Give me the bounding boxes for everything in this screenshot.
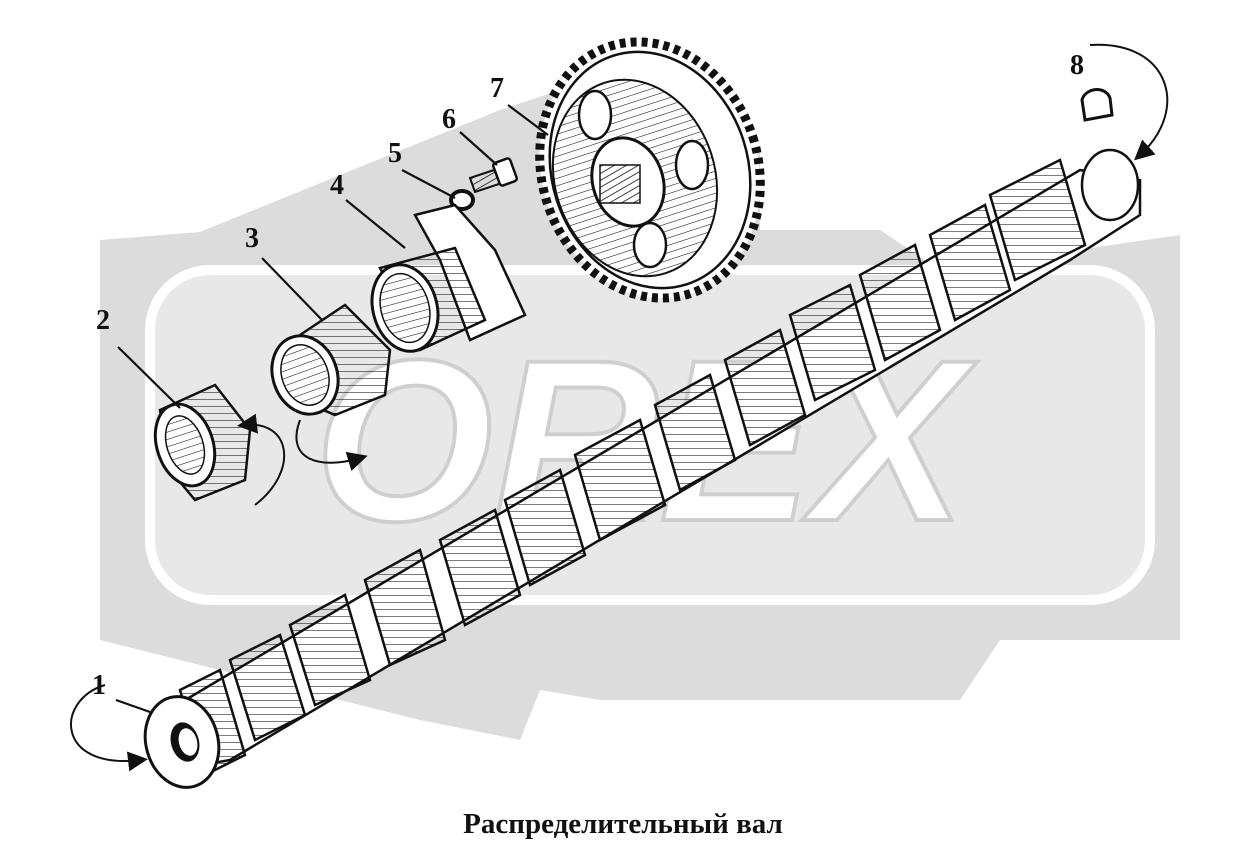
leader-lines [115, 104, 549, 714]
callout-5: 5 [388, 138, 402, 169]
callout-1: 1 [92, 670, 106, 701]
woodruff-key [1080, 88, 1114, 122]
bushing-ring [153, 383, 252, 502]
bolt [468, 157, 518, 194]
callout-2: 2 [96, 305, 110, 336]
callout-8: 8 [1070, 50, 1084, 81]
callout-7: 7 [490, 73, 504, 104]
washer [449, 189, 475, 211]
camshaft-gear [535, 37, 765, 303]
callout-6: 6 [442, 104, 456, 135]
bushing [270, 303, 392, 417]
callout-3: 3 [245, 223, 259, 254]
diagram-caption: Распределительный вал [463, 808, 783, 840]
camshaft [143, 148, 1142, 789]
thrust-flange [370, 203, 527, 353]
rotation-arrows [70, 43, 1169, 772]
callout-4: 4 [330, 170, 344, 201]
